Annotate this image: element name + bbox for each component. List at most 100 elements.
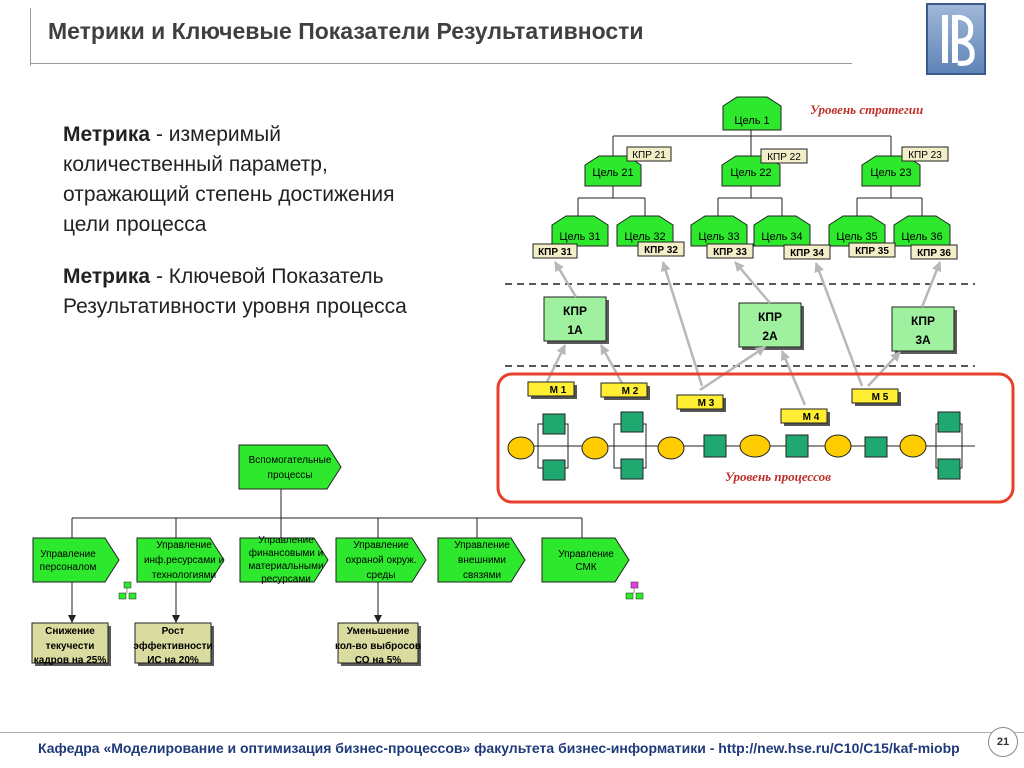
goal-node: Цель 1	[722, 96, 782, 131]
org-result-label: СО на 5%	[355, 655, 401, 666]
org-child-node: Управление внешними связями	[437, 537, 526, 583]
org-child-node: Управление охраной окруж. среды	[335, 537, 427, 583]
event-node	[739, 434, 771, 458]
org-result-label: текучести	[46, 641, 95, 652]
org-child-label: Управление	[353, 540, 409, 551]
kpr-tag: КПР 32	[637, 241, 685, 257]
hse-logo	[926, 3, 986, 75]
org-root-label: Вспомогательные	[249, 455, 332, 466]
function-node	[937, 458, 961, 480]
goal-node: Цель 21	[584, 155, 642, 187]
process-level-label: Уровень процессов	[725, 469, 831, 484]
goal-label: Цель 32	[624, 231, 665, 243]
org-child-node: Управление инф.ресурсами и технологиями	[136, 537, 225, 583]
strategy-level-label: Уровень стратегии	[810, 102, 923, 117]
kpr-a-box: КПР 2А	[738, 302, 804, 350]
kpr-tag: КПР 23	[901, 146, 949, 162]
org-connectors	[71, 489, 583, 622]
goal-label: Цель 21	[592, 167, 633, 179]
org-child-node: Управление персоналом	[32, 537, 120, 583]
org-child-node: Управление СМК	[541, 537, 630, 583]
kpr-label: КПР 35	[855, 246, 889, 257]
org-root-label: процессы	[268, 470, 313, 481]
org-result-label: эффективности	[133, 640, 212, 652]
goal-node: Цель 33	[690, 215, 748, 247]
goal-label: Цель 31	[559, 231, 600, 243]
kpr-a-box: КПР 3А	[891, 306, 957, 354]
goal-label: Цель 22	[730, 167, 771, 179]
goal-label: Цель 34	[761, 231, 802, 243]
goal-label: Цель 1	[734, 115, 769, 127]
definition-text: цели процесса	[63, 213, 207, 236]
kpr-label: КПР 23	[908, 150, 942, 161]
org-child-label: персоналом	[40, 562, 97, 573]
footer-text: Кафедра «Моделирование и оптимизация биз…	[38, 740, 960, 756]
title-divider	[30, 63, 852, 64]
event-node	[657, 436, 685, 460]
metric-tag: М 2	[600, 382, 650, 400]
org-result-label: ИС на 20%	[147, 655, 199, 666]
function-node	[542, 413, 566, 435]
function-node	[620, 458, 644, 480]
definition-text: количественный параметр,	[63, 153, 328, 176]
goal-label: Цель 36	[901, 231, 942, 243]
org-result-node: Снижение текучести кадров на 25%	[31, 622, 111, 666]
kpr-a-label: КПР	[758, 310, 782, 324]
tree-connectors	[577, 130, 923, 216]
page-number: 21	[988, 727, 1018, 757]
kpr-tag: КПР 34	[783, 244, 831, 260]
function-node	[864, 436, 888, 458]
process-chain	[507, 411, 975, 481]
definition-text: Результативности уровня процесса	[63, 295, 407, 318]
kpr-label: КПР 32	[644, 245, 678, 256]
goal-node: Цель 35	[828, 215, 886, 247]
org-result-label: кол-во выбросов	[335, 640, 421, 652]
strategy-tree: Уровень стратегии Цель 1	[532, 96, 958, 260]
event-node	[899, 434, 927, 458]
goal-node: Цель 22	[721, 155, 781, 187]
logo-emblem	[942, 14, 975, 66]
goal-label: Цель 33	[698, 231, 739, 243]
kpr-tag: КПР 31	[532, 243, 578, 259]
org-child-label: среды	[367, 570, 396, 581]
kpr-label: КПР 31	[538, 247, 572, 258]
kpr-a-box: КПР 1А	[543, 296, 609, 344]
hierarchy-icon	[118, 581, 137, 600]
goal-node: Цель 32	[616, 215, 674, 247]
definition-1: Метрика - измеримый количественный парам…	[63, 120, 394, 240]
kpr-label: КПР 33	[713, 247, 747, 258]
definition-2: Метрика - Ключевой Показатель Результати…	[63, 262, 407, 322]
org-child-label: охраной окруж.	[346, 555, 417, 566]
definition-text: отражающий степень достижения	[63, 183, 395, 206]
kpr-label: КПР 36	[917, 248, 951, 259]
kpr-label: КПР 34	[790, 248, 824, 259]
event-node	[507, 436, 535, 460]
function-node	[937, 411, 961, 433]
metric-label: М 3	[698, 398, 715, 409]
function-node	[785, 434, 809, 458]
org-child-label: Управление	[454, 540, 510, 551]
metric-label: М 2	[622, 386, 639, 397]
kpr-a-label: 1А	[567, 323, 583, 337]
org-child-label: Управление	[558, 549, 614, 560]
kpr-tag: КПР 35	[848, 242, 896, 258]
org-child-label: инф.ресурсами и	[144, 554, 224, 566]
org-result-node: Рост эффективности ИС на 20%	[133, 622, 214, 666]
definition-text: - Ключевой Показатель	[150, 265, 384, 288]
function-node	[620, 411, 644, 433]
process-level-frame	[496, 372, 1015, 504]
kpr-label: КПР 22	[767, 152, 801, 163]
definition-term: Метрика	[63, 265, 151, 288]
org-chart: Вспомогательные процессы Управление перс…	[31, 444, 644, 666]
metric-tag: М 3	[676, 394, 726, 412]
goal-node: Цель 36	[893, 215, 951, 247]
kpr-label: КПР 21	[632, 150, 666, 161]
org-child-label: материальными	[248, 561, 323, 572]
org-child-label: связями	[463, 570, 501, 581]
footer-divider	[0, 732, 1024, 733]
function-node	[703, 434, 727, 458]
kpr-tag: КПР 21	[626, 146, 672, 162]
org-child-label: внешними	[458, 555, 506, 566]
mapping-arrows	[543, 261, 942, 406]
